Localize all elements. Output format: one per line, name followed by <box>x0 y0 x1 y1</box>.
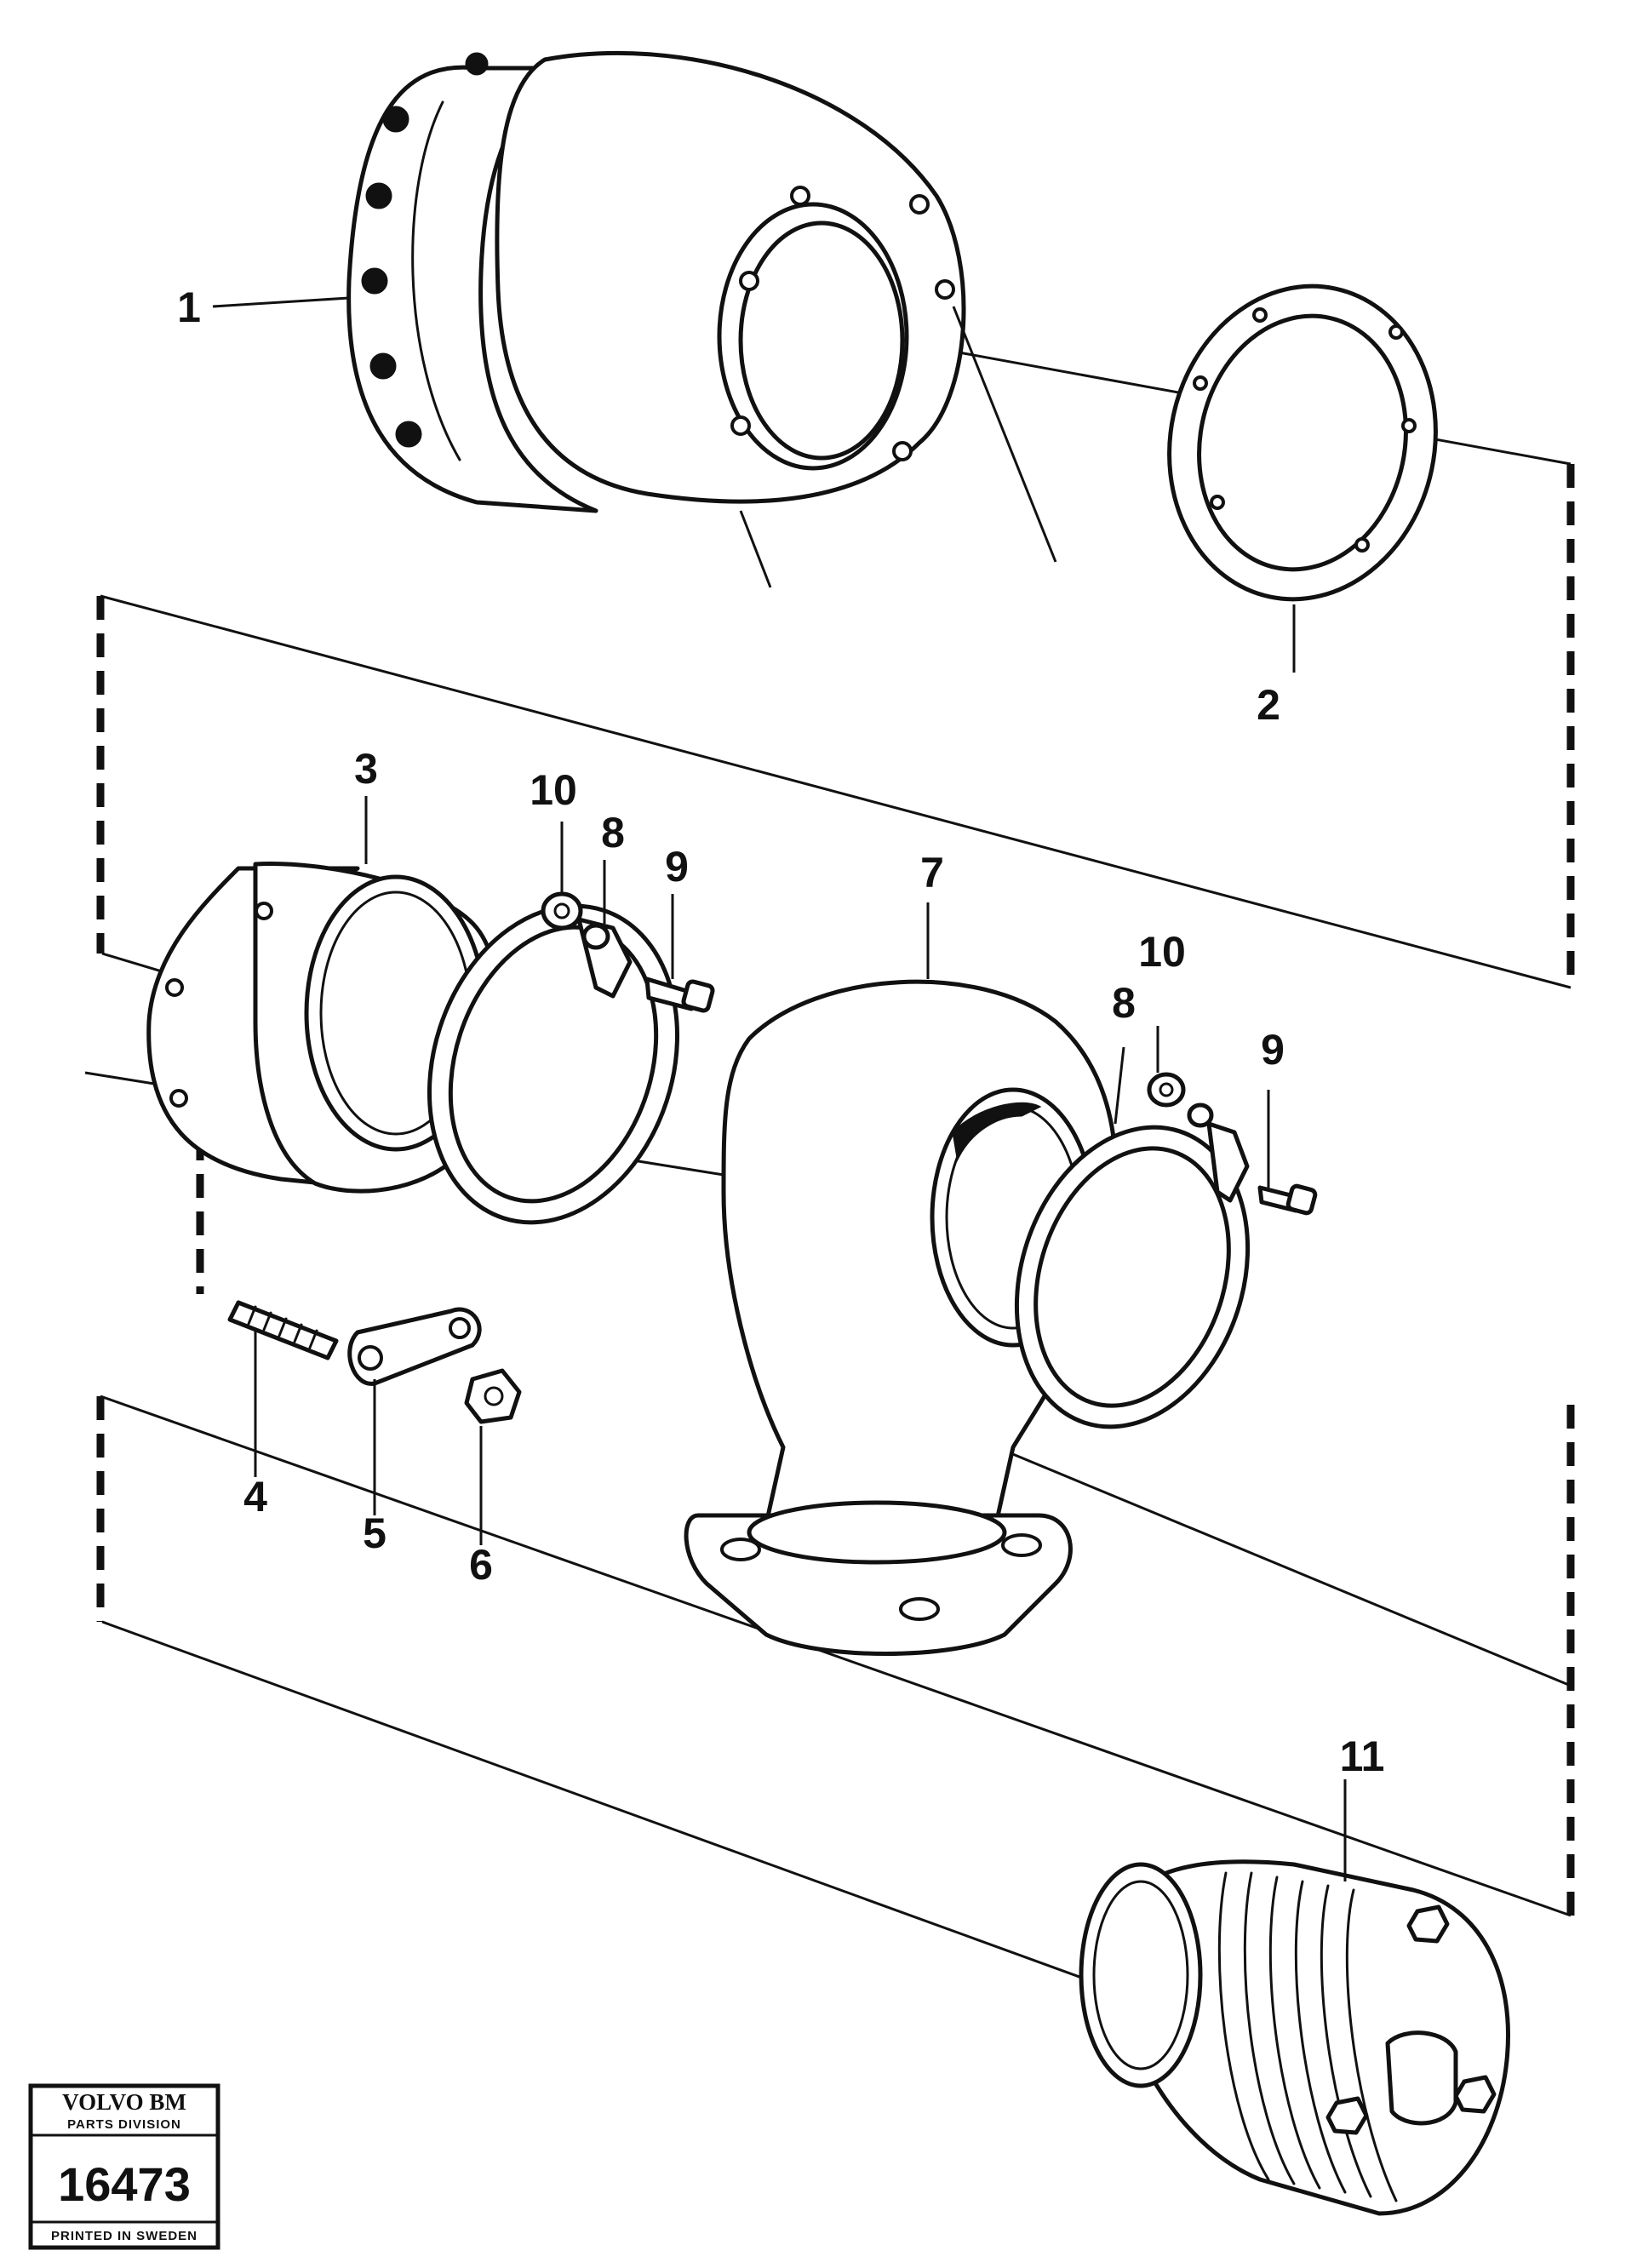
callout-11: 11 <box>1340 1732 1385 1780</box>
part-1-compressor-housing <box>346 50 1057 588</box>
part-4-stud <box>227 1300 339 1360</box>
part-11-turbo-core <box>1079 1859 1510 2216</box>
callout-9a: 9 <box>665 843 689 891</box>
stamp-printed: PRINTED IN SWEDEN <box>51 2229 198 2243</box>
parts-stamp: VOLVO BM PARTS DIVISION 16473 PRINTED IN… <box>28 2083 220 2250</box>
callout-2: 2 <box>1257 681 1280 729</box>
hardware-nut-bolt-right <box>1147 1072 1318 1216</box>
callout-9b: 9 <box>1261 1026 1285 1074</box>
part-8-clamp-right <box>1014 1121 1251 1429</box>
callout-10a: 10 <box>530 766 577 814</box>
callout-3: 3 <box>354 745 378 793</box>
stamp-number: 16473 <box>58 2157 191 2211</box>
part-7-elbow-housing <box>684 979 1119 1656</box>
callout-6: 6 <box>469 1541 493 1589</box>
part-8-clamp-left <box>427 903 680 1225</box>
part-5-lock-plate <box>347 1307 482 1386</box>
callout-1: 1 <box>177 284 201 331</box>
callout-10b: 10 <box>1138 928 1186 976</box>
callout-5: 5 <box>363 1509 386 1557</box>
callout-8b: 8 <box>1112 979 1136 1027</box>
part-2-gasket <box>1167 284 1438 602</box>
stamp-division: PARTS DIVISION <box>67 2117 181 2132</box>
hardware-nut-bolt-left <box>541 891 715 1013</box>
callout-8a: 8 <box>601 809 625 856</box>
part-6-nut <box>464 1368 522 1424</box>
callout-4: 4 <box>243 1473 267 1521</box>
callout-7: 7 <box>920 849 944 896</box>
stamp-brand: VOLVO BM <box>62 2089 186 2115</box>
callout-numbers: 1 2 3 10 8 9 7 10 8 9 4 5 6 11 <box>177 284 1384 1780</box>
callout-leaders <box>212 296 1347 1881</box>
